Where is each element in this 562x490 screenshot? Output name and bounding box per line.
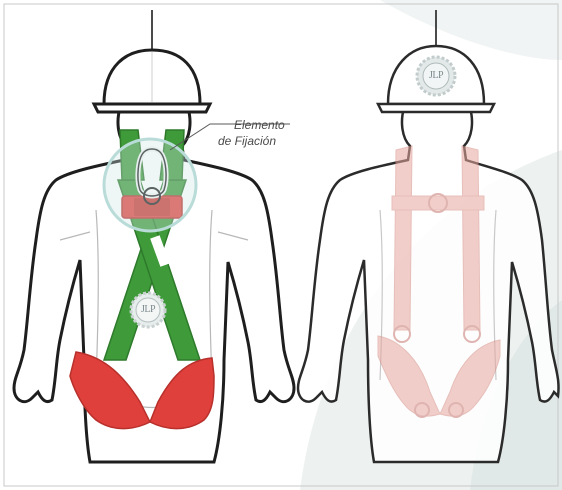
jlp-logo-text-right: JLP	[421, 70, 451, 81]
callout-label-line2: de Fijación	[218, 134, 276, 148]
jlp-logo-text-left: JLP	[133, 304, 163, 315]
hard-hat-brim-left	[94, 104, 210, 112]
hard-hat-brim-right	[378, 104, 494, 112]
chest-strap	[392, 196, 484, 210]
callout-label-line1: Elemento	[234, 118, 285, 132]
attachment-highlight-circle	[104, 139, 196, 231]
